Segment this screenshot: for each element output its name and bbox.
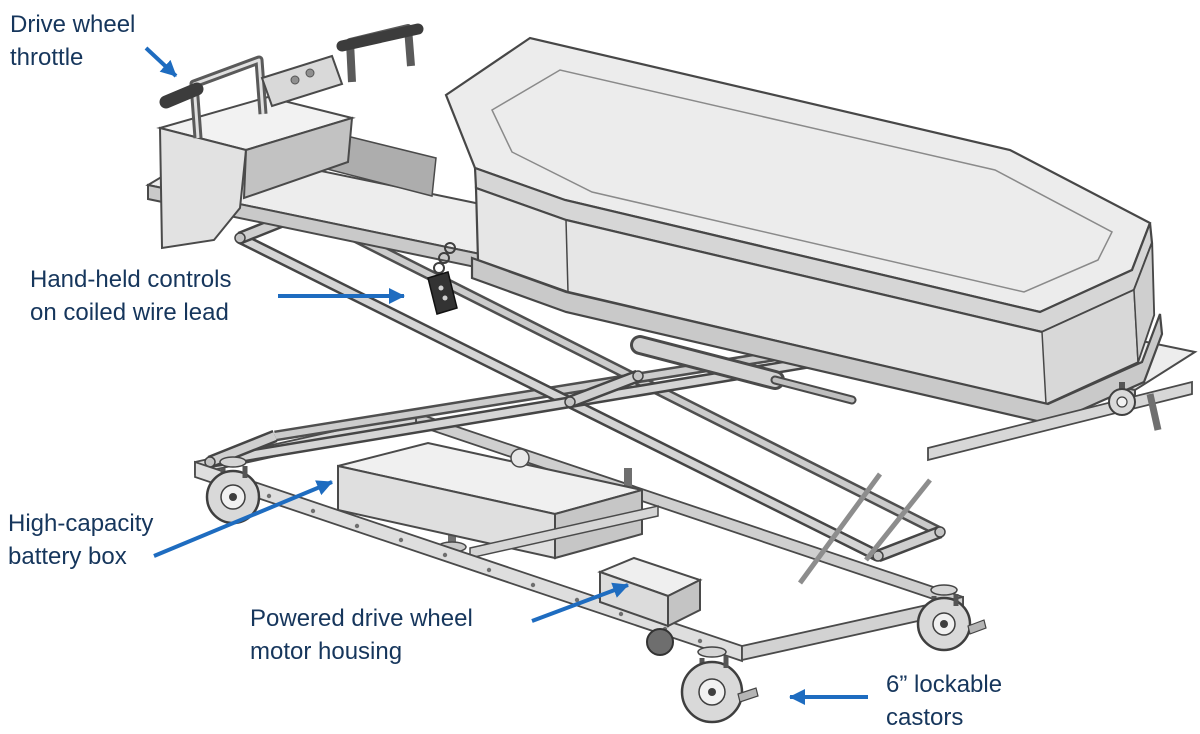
casket [444,36,1164,426]
base-frame-front [194,460,964,663]
brake-pedal [737,687,759,703]
label-line: motor housing [250,638,403,666]
arrow-battery-box [153,480,333,558]
castor-wheel-right [916,584,987,652]
label-line: High-capacity [8,510,154,537]
label-powered-drive-wheel-motor-housing: Powered drive wheel motor housing [250,602,473,668]
control-box [260,54,344,108]
castor-wheel-left [205,456,261,525]
castor-wheel-front [680,646,759,724]
label-hand-held-controls: Hand-held controls on coiled wire lead [30,263,231,329]
label-drive-wheel-throttle: Drive wheel throttle [10,8,135,74]
label-line: Drive wheel [10,11,136,38]
label-line: 6” lockable [886,671,1003,698]
label-line: throttle [10,44,84,72]
head-unit [156,95,437,250]
arrow-drive-wheel-throttle [144,46,178,78]
arrow-motor-housing [531,582,629,623]
label-high-capacity-battery-box: High-capacity battery box [8,507,153,573]
brake-pedal [967,619,987,635]
label-line: Hand-held controls [30,266,232,293]
deck-end-rail [927,380,1193,462]
throttle-grip [159,82,204,109]
rear-handle [336,23,424,83]
label-line: battery box [8,543,127,571]
casket-base-moulding [470,256,1164,426]
label-line: on coiled wire lead [30,299,229,327]
label-line: castors [886,704,964,732]
label-line: Powered drive wheel [250,605,473,632]
push-handle [159,55,268,139]
casket-lid-panel [491,69,1113,293]
hand-control-pendant [427,242,458,315]
label-lockable-castors: 6” lockable castors [886,668,1002,734]
actuator-cylinder [630,335,857,405]
